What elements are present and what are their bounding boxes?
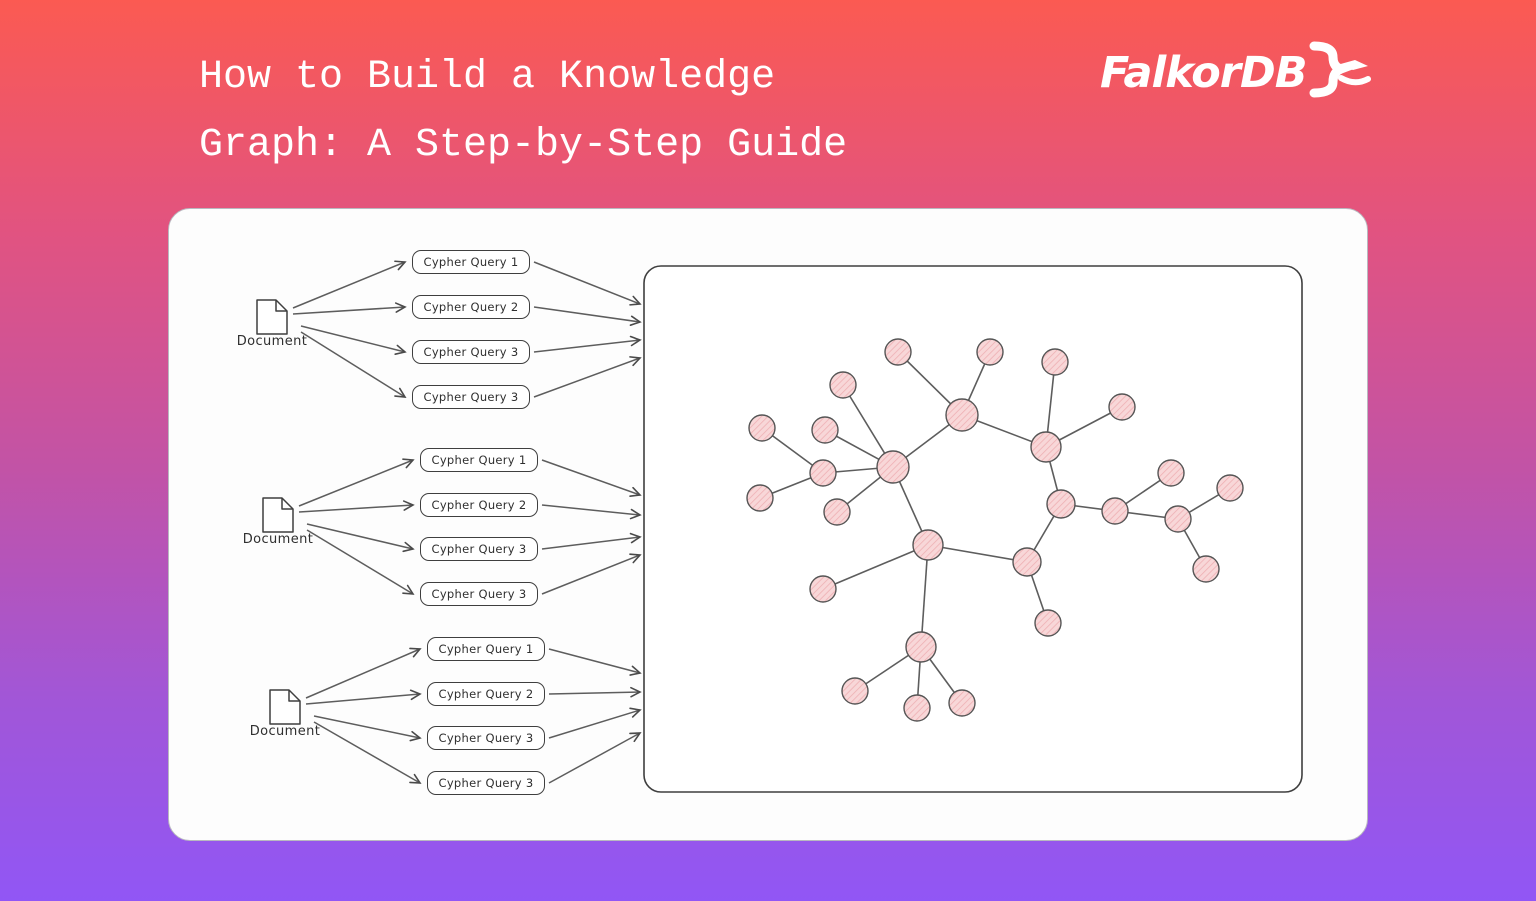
graph-node <box>1012 547 1042 577</box>
graph-node <box>1101 497 1129 525</box>
flow-arrow <box>292 260 407 309</box>
cypher-query-box: Cypher Query 3 <box>427 726 545 750</box>
graph-node <box>945 398 979 432</box>
cypher-query-box: Cypher Query 1 <box>420 448 538 472</box>
document-icon <box>269 689 301 725</box>
cypher-query-box: Cypher Query 1 <box>412 250 530 274</box>
falkordb-wordmark: FalkorDB <box>1100 48 1307 98</box>
graph-node <box>829 371 857 399</box>
flow-arrow <box>306 529 415 595</box>
cypher-query-box: Cypher Query 3 <box>420 537 538 561</box>
flow-arrow <box>306 523 415 553</box>
graph-node <box>905 631 937 663</box>
flow-arrow <box>548 648 642 676</box>
graph-node <box>823 498 851 526</box>
graph-node <box>811 416 839 444</box>
cypher-query-box: Cypher Query 2 <box>412 295 530 319</box>
falkordb-logo: FalkorDB <box>1100 38 1372 108</box>
graph-node <box>1030 431 1062 463</box>
flow-arrow <box>300 331 407 398</box>
graph-edge <box>927 544 1028 563</box>
flow-arrow <box>305 689 422 705</box>
cypher-query-box: Cypher Query 3 <box>412 385 530 409</box>
knowledge-graph-panel <box>643 265 1303 793</box>
title-line-1: How to Build a Knowledge <box>199 55 776 100</box>
graph-node <box>1041 348 1069 376</box>
graph-node <box>976 338 1004 366</box>
flow-arrow <box>533 261 642 306</box>
flow-arrow <box>533 335 642 353</box>
cypher-query-box: Cypher Query 3 <box>427 771 545 795</box>
flow-arrow <box>541 532 642 550</box>
title-line-2: Graph: A Step-by-Step Guide <box>199 123 848 168</box>
graph-node <box>746 484 774 512</box>
graph-node <box>809 575 837 603</box>
flow-arrow <box>548 686 642 698</box>
falcon-bracket-icon <box>1308 38 1372 108</box>
flow-arrow <box>548 732 642 784</box>
flow-arrow <box>313 721 422 784</box>
flow-arrow <box>298 458 415 507</box>
flow-arrow <box>305 647 422 699</box>
cypher-query-box: Cypher Query 2 <box>427 682 545 706</box>
flow-arrow <box>541 459 642 498</box>
knowledge-graph <box>746 338 1244 722</box>
flow-arrow <box>313 715 422 742</box>
flow-arrow <box>300 325 407 355</box>
flow-arrow <box>298 500 415 513</box>
graph-node <box>1192 555 1220 583</box>
cypher-query-box: Cypher Query 2 <box>420 493 538 517</box>
document-icon <box>256 299 288 335</box>
graph-node <box>1216 474 1244 502</box>
cypher-query-box: Cypher Query 3 <box>420 582 538 606</box>
graph-node <box>1164 505 1192 533</box>
flow-arrow <box>533 306 642 326</box>
document-icon <box>262 497 294 533</box>
graph-edge <box>822 544 929 590</box>
graph-node <box>748 414 776 442</box>
graph-node <box>841 677 869 705</box>
graph-node <box>1157 459 1185 487</box>
flow-arrow <box>548 707 642 739</box>
graph-node <box>903 694 931 722</box>
graph-node <box>1046 489 1076 519</box>
flow-arrow <box>292 302 407 315</box>
cypher-query-box: Cypher Query 1 <box>427 637 545 661</box>
document-label: Document <box>236 334 308 349</box>
graph-node <box>809 459 837 487</box>
graph-node <box>948 689 976 717</box>
flow-arrow <box>541 553 642 595</box>
flow-arrows <box>292 260 642 784</box>
cypher-query-box: Cypher Query 3 <box>412 340 530 364</box>
graph-node <box>876 450 910 484</box>
flow-arrow <box>541 504 642 520</box>
graph-node <box>912 529 944 561</box>
graph-node <box>884 338 912 366</box>
graph-node <box>1108 393 1136 421</box>
graph-edge <box>920 544 929 648</box>
flow-arrow <box>533 356 642 398</box>
graph-node <box>1034 609 1062 637</box>
document-label: Document <box>242 532 314 547</box>
document-label: Document <box>249 724 321 739</box>
